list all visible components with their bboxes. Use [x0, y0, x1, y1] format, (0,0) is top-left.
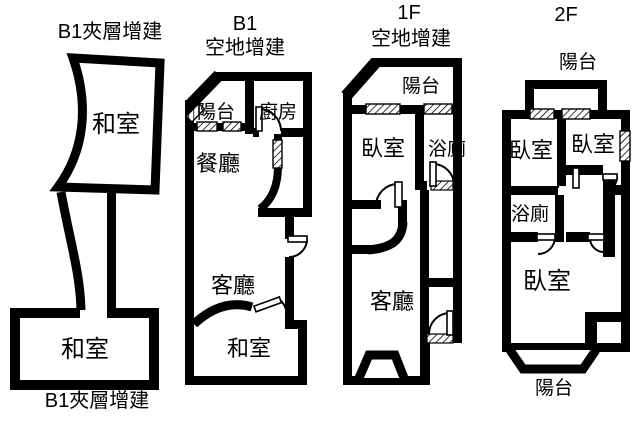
plan4-top-window-icon — [529, 108, 591, 120]
plan4-bedroom-main-label: 臥室 — [523, 268, 571, 295]
plan1-title-bottom: B1夾層增建 — [45, 389, 149, 412]
plan3-balcony-window-icon — [365, 103, 453, 115]
floorplan-b1-mezzanine: B1夾層增建 和室 和室 B1夾層增建 — [10, 20, 165, 412]
plan4-bedroom-right-door-icon — [602, 173, 618, 192]
plan1-title-top: B1夾層增建 — [58, 20, 162, 43]
plan3-bedroom-door-icon — [375, 181, 403, 208]
plan2-title-line1: B1 — [233, 13, 257, 35]
plan3-walls — [341, 58, 462, 385]
plan2-side-door-icon — [287, 235, 308, 258]
plan4-balcony-bottom-shape — [506, 347, 600, 374]
plan4-bedroom-main-door-icon — [587, 233, 605, 253]
plan2-balcony-label: 陽台 — [197, 101, 235, 123]
plan2-walls — [184, 70, 312, 385]
plan2-title-line2: 空地增建 — [205, 36, 285, 59]
plan3-bath-door-icon — [429, 161, 455, 191]
plan1-walls — [10, 53, 165, 390]
plan4-bedroom-right-label: 臥室 — [571, 132, 615, 157]
plan4-bath-label: 浴廁 — [511, 202, 549, 225]
plan4-balcony-bottom-label: 陽台 — [535, 377, 573, 399]
plan3-living-label: 客廳 — [370, 289, 414, 314]
plan3-title-line2: 空地增建 — [371, 27, 451, 50]
plan4-balcony-top-label: 陽台 — [559, 51, 597, 73]
plan3-entrance-door-icon — [426, 310, 454, 344]
plan2-tatami-door-icon — [252, 295, 288, 323]
plan4-title: 2F — [554, 4, 577, 26]
plan3-balcony-label: 陽台 — [402, 75, 440, 97]
plan4-bedroom-left-door-icon — [557, 167, 580, 189]
plan4-bath-door-icon — [536, 233, 556, 255]
plan2-living-label: 客廳 — [211, 273, 255, 298]
plan4-right-window-icon — [619, 130, 631, 162]
plan2-nook-window-icon — [272, 139, 283, 169]
plan2-kitchen-label: 廚房 — [259, 100, 297, 123]
plan2-dining-label: 餐廳 — [196, 151, 240, 176]
plan1-room-upper-label: 和室 — [92, 111, 140, 138]
plan2-kitchen-door-icon — [255, 106, 282, 132]
plan2-tatami-label: 和室 — [227, 336, 271, 361]
plan3-bath-label: 浴廁 — [428, 137, 466, 160]
plan1-room-lower-label: 和室 — [61, 336, 109, 363]
plan4-bedroom-left-label: 臥室 — [509, 138, 553, 163]
floorplan-2f: 2F 陽台 — [502, 4, 631, 399]
plan3-bedroom-label: 臥室 — [361, 136, 405, 161]
plan2-balcony-window-icon — [185, 102, 242, 132]
plan3-title-line1: 1F — [397, 2, 420, 24]
plan3-entry-steps — [354, 350, 409, 380]
floorplan-b1-annex: B1 空地增建 — [184, 13, 312, 385]
floorplan-1f: 1F 空地增建 — [341, 2, 466, 385]
